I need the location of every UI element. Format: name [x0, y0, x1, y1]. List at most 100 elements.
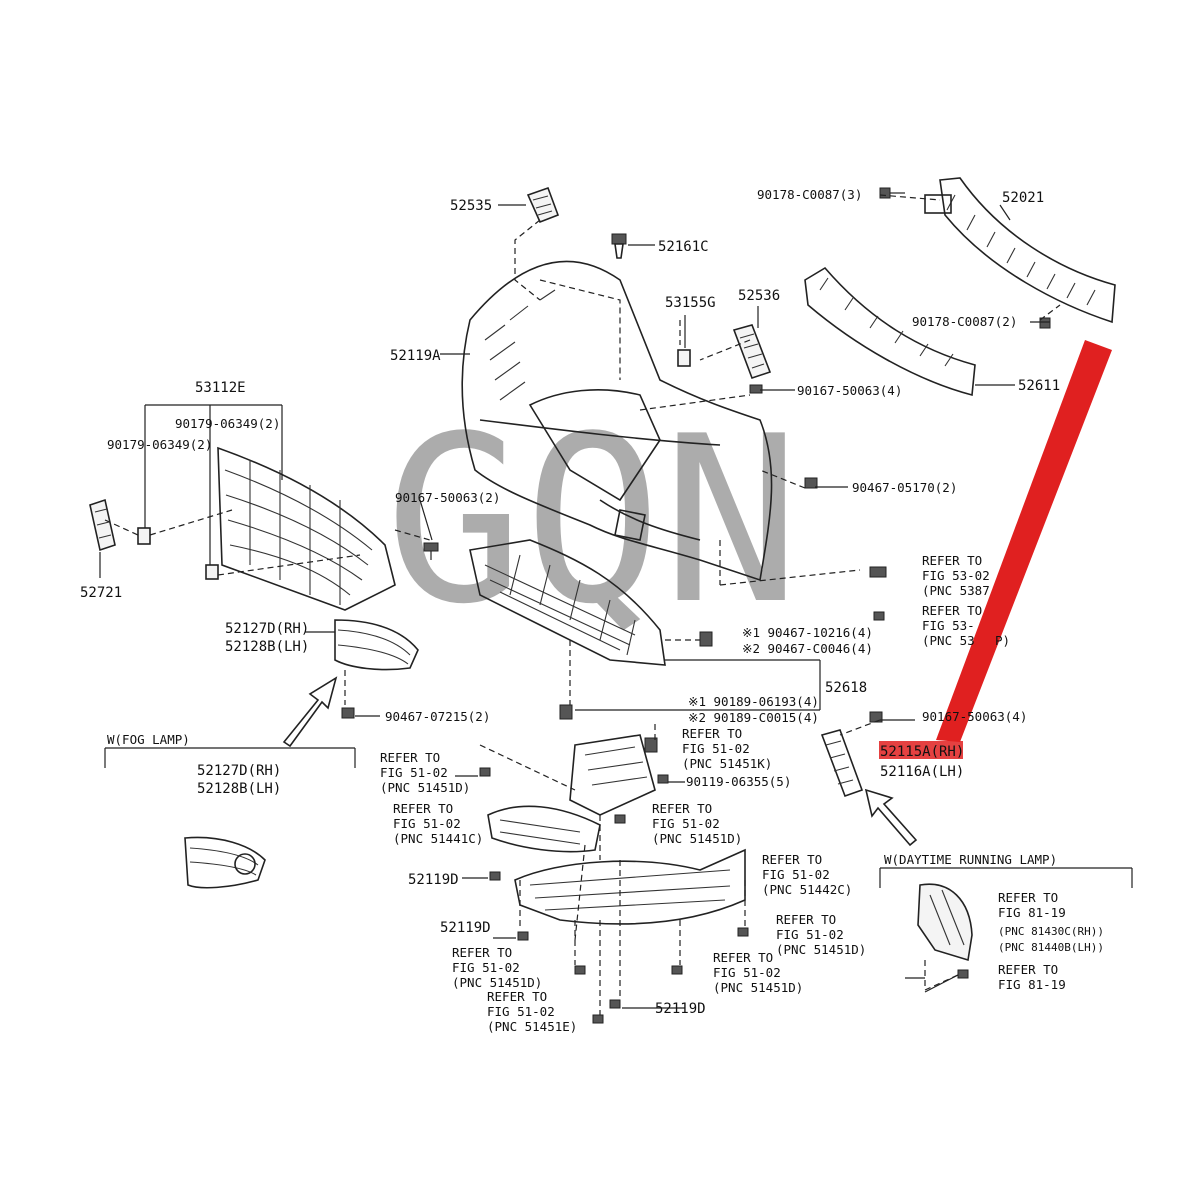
label-90178-b: 90178-C0087(2) [912, 314, 1017, 329]
svg-text:REFER TO: REFER TO [380, 750, 440, 765]
label-x1-90189: ※1 90189-06193(4) [688, 694, 819, 709]
bracket-52721 [89, 498, 116, 552]
label-52119a: 52119A [390, 348, 441, 364]
refer-r4: REFER TO FIG 51-02 (PNC 51451D) [380, 750, 470, 795]
svg-text:REFER TO: REFER TO [762, 852, 822, 867]
drl-cover-52115a [820, 729, 864, 798]
fog-lamp-arrow [282, 676, 338, 748]
bumper-cover-52119a [461, 260, 773, 582]
fog-cover-52127d [334, 619, 419, 671]
label-90119: 90119-06355(5) [686, 774, 791, 789]
svg-text:REFER TO: REFER TO [682, 726, 742, 741]
svg-text:REFER TO: REFER TO [998, 962, 1058, 977]
watermark: GQN [385, 388, 800, 655]
label-52161c: 52161C [658, 239, 709, 255]
label-x2-90189: ※2 90189-C0015(4) [688, 710, 819, 725]
svg-text:(PNC 51451D): (PNC 51451D) [713, 980, 803, 995]
svg-text:(PNC 51451D): (PNC 51451D) [452, 975, 542, 990]
label-52611: 52611 [1018, 378, 1060, 394]
svg-text:(PNC 51451D): (PNC 51451D) [652, 831, 742, 846]
engine-undercover-main [514, 848, 746, 925]
svg-text:FIG 51-02: FIG 51-02 [452, 960, 520, 975]
refer-r8: REFER TO FIG 51-02 (PNC 51451D) [776, 912, 866, 957]
svg-text:FIG 51-02: FIG 51-02 [652, 816, 720, 831]
label-52116a: 52116A(LH) [880, 764, 964, 780]
svg-text:FIG 53-: FIG 53- [922, 618, 975, 633]
label-52535: 52535 [450, 198, 492, 214]
highlight-arrow [936, 340, 1112, 742]
label-52536: 52536 [738, 288, 780, 304]
dashed-connectors [104, 194, 1061, 1015]
label-53155g: 53155G [665, 295, 716, 311]
label-52021: 52021 [1002, 190, 1044, 206]
bolt-90167-left [423, 542, 439, 560]
svg-text:REFER TO: REFER TO [452, 945, 512, 960]
engine-undercover-upper [569, 734, 656, 816]
svg-text:FIG 53-02: FIG 53-02 [922, 568, 990, 583]
svg-text:(PNC 51451D): (PNC 51451D) [776, 942, 866, 957]
label-x2-90467: ※2 90467-C0046(4) [742, 641, 873, 656]
fog-lamp-title: W(FOG LAMP) [107, 732, 190, 747]
reinforcement-52021 [924, 177, 1116, 324]
label-53112e: 53112E [195, 380, 246, 396]
refer-r13: REFER TO FIG 81-19 [998, 962, 1066, 992]
refer-r3: REFER TO FIG 51-02 (PNC 51451K) [682, 726, 772, 771]
clip-90179-right [205, 564, 219, 580]
svg-text:FIG 81-19: FIG 81-19 [998, 905, 1066, 920]
refer-r6: REFER TO FIG 51-02 (PNC 51451D) [652, 801, 742, 846]
svg-text:P): P) [995, 633, 1010, 648]
label-52721: 52721 [80, 585, 122, 601]
label-52128b: 52128B(LH) [225, 639, 309, 655]
refer-r12: REFER TO FIG 81-19 (PNC 81430C(RH)) (PNC… [998, 890, 1104, 954]
refer-r1: REFER TO FIG 53-02 (PNC 5387 [922, 553, 990, 598]
refer-blocks: REFER TO FIG 53-02 (PNC 5387 REFER TO FI… [380, 553, 1104, 1034]
svg-text:FIG 51-02: FIG 51-02 [487, 1004, 555, 1019]
absorber-52611 [804, 266, 976, 397]
svg-text:(PNC 51441C): (PNC 51441C) [393, 831, 483, 846]
clip-52161c [611, 233, 627, 259]
svg-text:REFER TO: REFER TO [652, 801, 712, 816]
drl-title: W(DAYTIME RUNNING LAMP) [884, 852, 1057, 867]
highlight-box-52115a [879, 741, 963, 759]
refer-r11: REFER TO FIG 51-02 (PNC 51451E) [487, 989, 577, 1034]
svg-text:REFER TO: REFER TO [393, 801, 453, 816]
label-90467-b: 90467-07215(2) [385, 709, 490, 724]
svg-text:FIG 81-19: FIG 81-19 [998, 977, 1066, 992]
svg-text:(PNC 5387: (PNC 5387 [922, 583, 990, 598]
label-52128b-fog: 52128B(LH) [197, 781, 281, 797]
label-90179-a: 90179-06349(2) [175, 416, 280, 431]
fasteners [341, 187, 1051, 1024]
label-90179-b: 90179-06349(2) [107, 437, 212, 452]
refer-r2: REFER TO FIG 53- (PNC 53 P) [922, 603, 1010, 648]
label-90167-a: 90167-50063(2) [395, 490, 500, 505]
svg-text:REFER TO: REFER TO [713, 950, 773, 965]
refer-r7: REFER TO FIG 51-02 (PNC 51442C) [762, 852, 852, 897]
drl-arrow [864, 788, 918, 847]
svg-text:FIG 51-02: FIG 51-02 [762, 867, 830, 882]
leader-lines [99, 192, 1133, 1009]
label-52127d: 52127D(RH) [225, 621, 309, 637]
svg-text:REFER TO: REFER TO [776, 912, 836, 927]
label-52127d-fog: 52127D(RH) [197, 763, 281, 779]
engine-undercover-left [487, 805, 601, 853]
svg-text:REFER TO: REFER TO [922, 603, 982, 618]
fog-cover-variant [184, 836, 266, 889]
label-52618: 52618 [825, 680, 867, 696]
svg-text:REFER TO: REFER TO [487, 989, 547, 1004]
label-90467-a: 90467-05170(2) [852, 480, 957, 495]
svg-text:FIG 51-02: FIG 51-02 [393, 816, 461, 831]
spacer-53155g [677, 349, 691, 367]
svg-text:REFER TO: REFER TO [998, 890, 1058, 905]
refer-r5: REFER TO FIG 51-02 (PNC 51441C) [393, 801, 483, 846]
under-cover-52618 [469, 539, 666, 666]
retainer-52535 [526, 186, 560, 224]
label-x1-90467: ※1 90467-10216(4) [742, 625, 873, 640]
label-52115a: 52115A(RH) [880, 744, 964, 760]
svg-text:(PNC 81440B(LH)): (PNC 81440B(LH)) [998, 941, 1104, 954]
svg-text:FIG 51-02: FIG 51-02 [776, 927, 844, 942]
svg-text:REFER TO: REFER TO [922, 553, 982, 568]
label-90167-c: 90167-50063(4) [922, 709, 1027, 724]
svg-text:(PNC 51451K): (PNC 51451K) [682, 756, 772, 771]
svg-text:(PNC 53: (PNC 53 [922, 633, 975, 648]
